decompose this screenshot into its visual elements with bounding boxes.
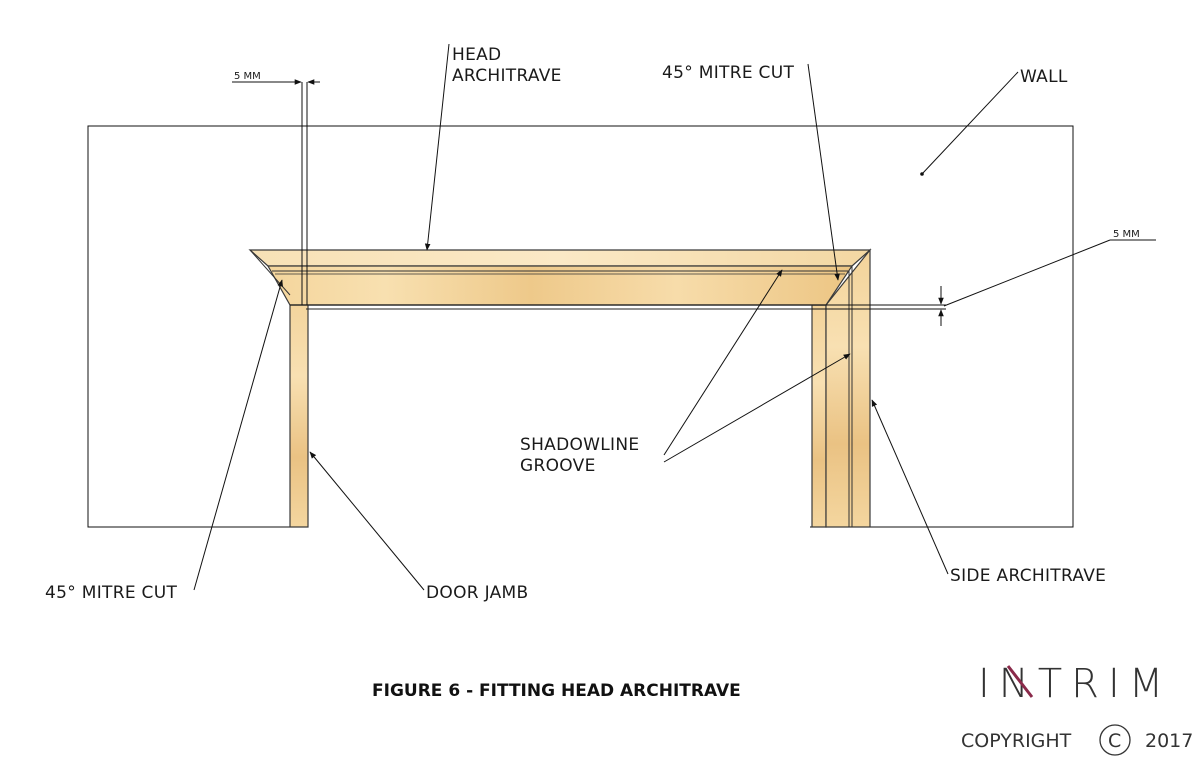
label-mitre-cut-bottom: 45° MITRE CUT [45,583,177,603]
dim-right-leader [943,239,1111,307]
logo-text: INTRIM [978,661,1172,707]
left-mitre-edge [249,249,291,296]
leader-shadowline-head [663,269,783,456]
dim-left-label: 5 MM [234,71,261,82]
label-shadowline-2: GROOVE [520,456,596,476]
copyright-symbol: C [1108,730,1121,752]
label-wall: WALL [1020,67,1068,87]
right-door-jamb [811,304,827,528]
side-architrave [825,248,871,528]
wall-dot [920,172,924,176]
wall-outline [87,125,1074,528]
label-shadowline-1: SHADOWLINE [520,435,639,455]
head-architrave [266,265,854,306]
figure-caption: FIGURE 6 - FITTING HEAD ARCHITRAVE [372,681,741,701]
leader-side-architrave [871,399,949,575]
leader-head-architrave [424,43,450,251]
leader-shadowline-side [663,353,851,463]
copyright-circle [1099,724,1131,756]
label-side-architrave: SIDE ARCHITRAVE [950,566,1106,586]
label-head-architrave-2: ARCHITRAVE [452,66,562,86]
copyright-year: 2017 [1145,730,1193,752]
label-head-architrave-1: HEAD [452,45,501,65]
head-architrave-top-face [248,249,872,267]
left-door-jamb [289,293,309,528]
label-mitre-cut-top: 45° MITRE CUT [662,63,794,83]
copyright-word: COPYRIGHT [961,730,1072,752]
label-door-jamb: DOOR JAMB [426,583,528,603]
dim-right-label: 5 MM [1113,229,1140,240]
logo-accent-stroke [1006,665,1034,698]
leader-mitre-cut-bottom [193,279,283,591]
leader-wall [921,71,1019,175]
leader-door-jamb [309,451,425,591]
leader-mitre-cut-top [807,63,840,281]
intrim-logo: INTRIM [978,661,1172,707]
